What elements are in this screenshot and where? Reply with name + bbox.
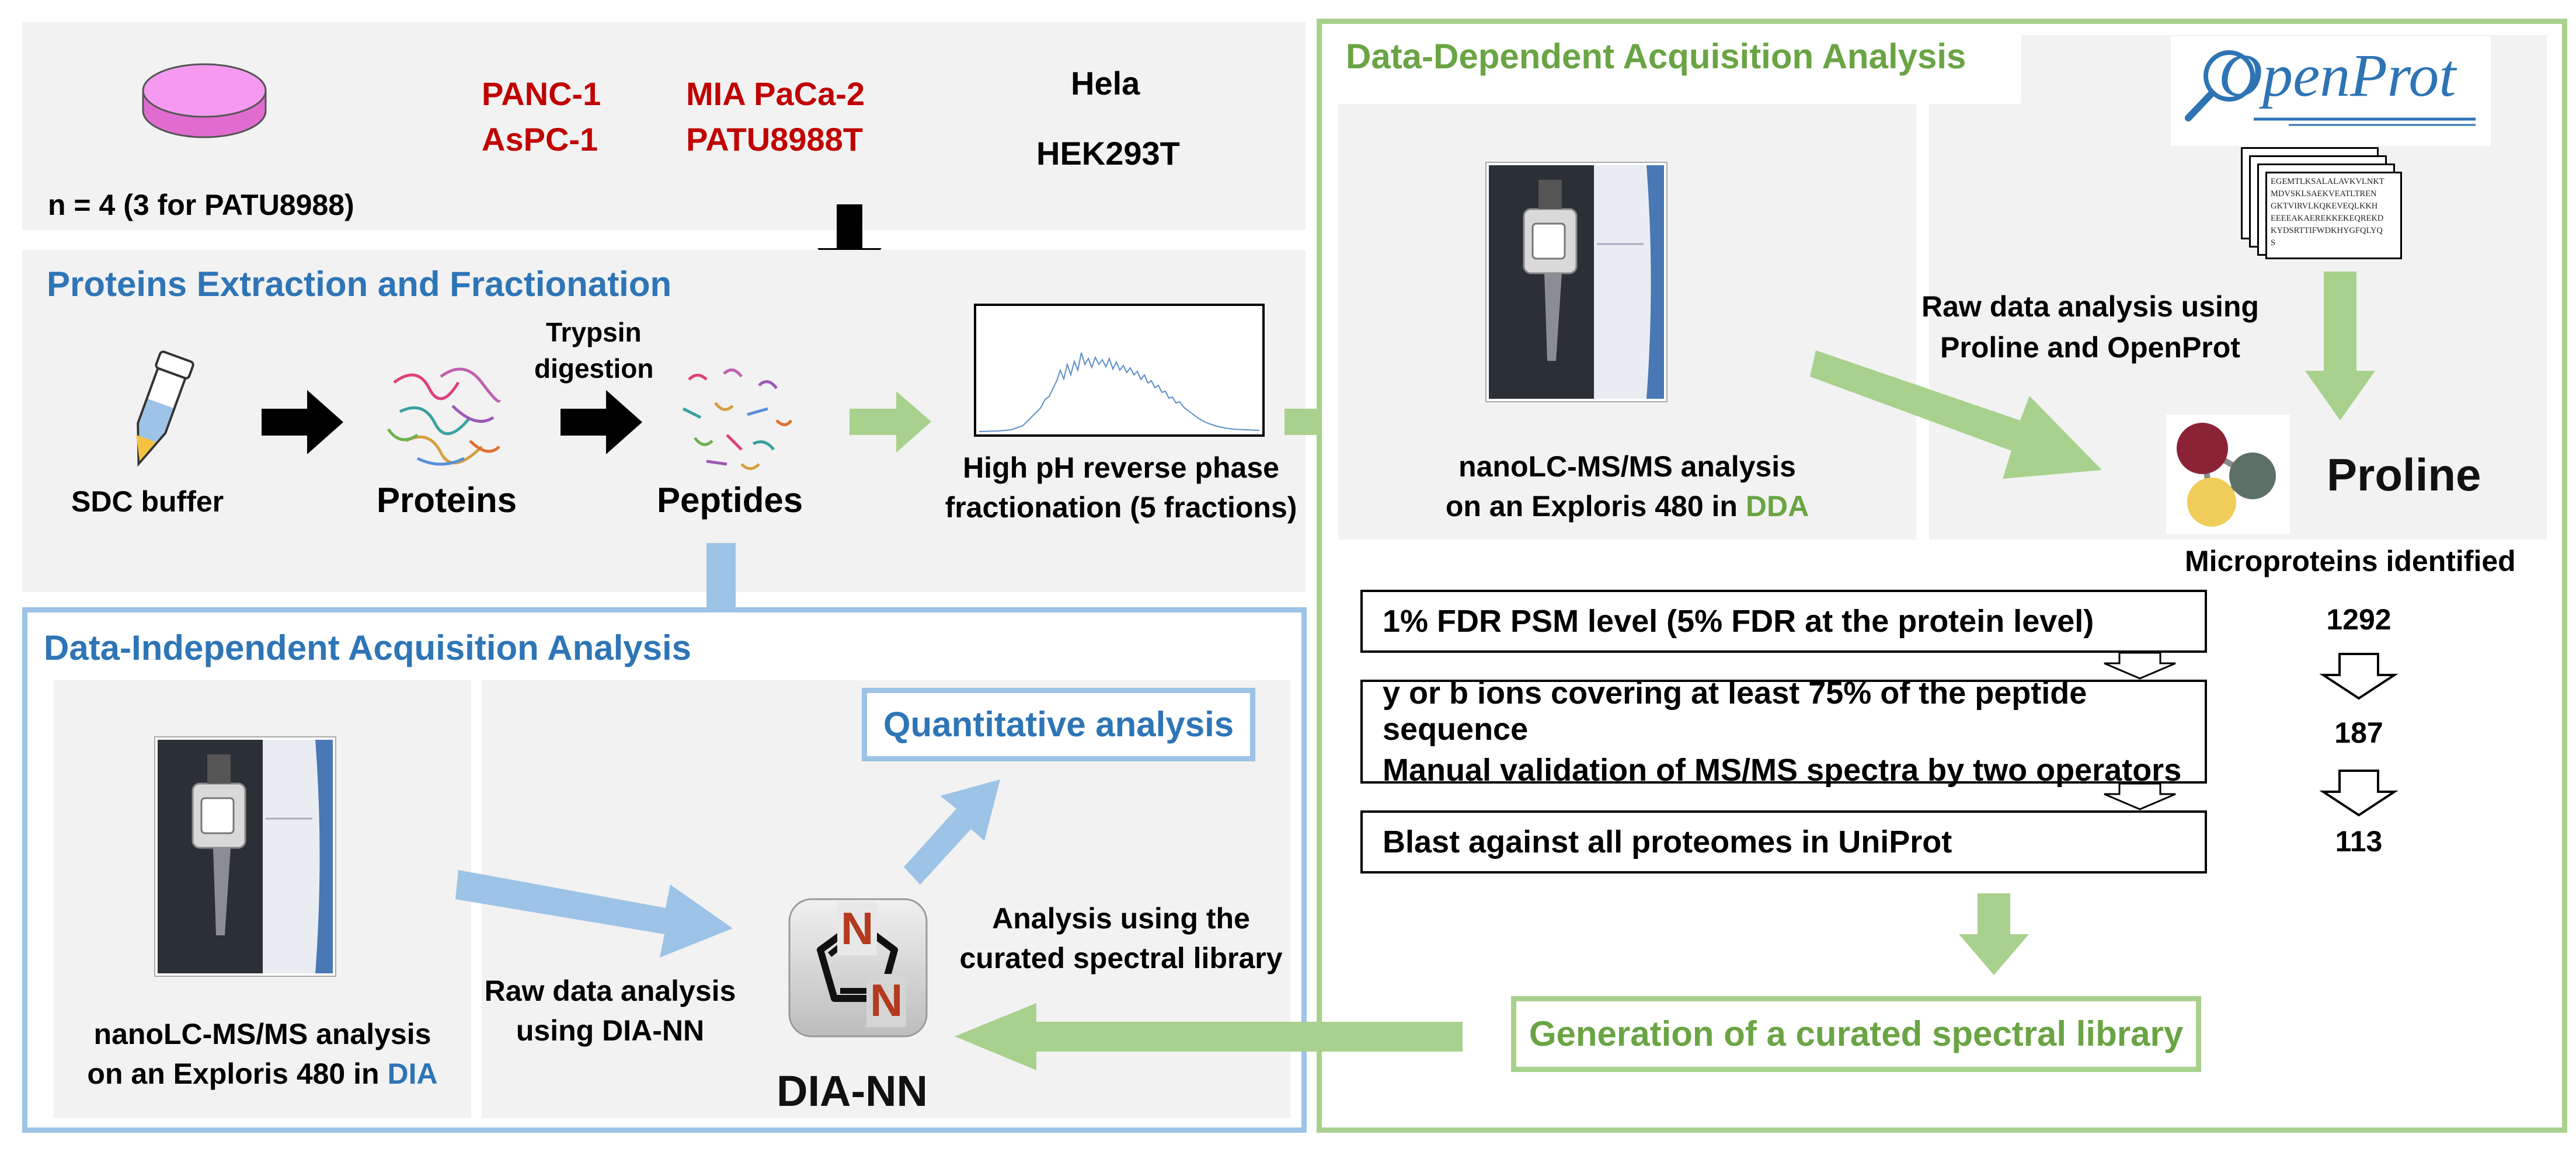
arrow-green-diag-icon bbox=[1810, 350, 2102, 479]
cell-line-miapaca2: MIA PaCa-2 bbox=[686, 75, 865, 112]
dia-instrument-label-1: nanoLC-MS/MS analysis bbox=[93, 1018, 431, 1050]
control-hela: Hela bbox=[1071, 65, 1140, 102]
filter-line: y or b ions covering at least 75% of the… bbox=[1383, 676, 2087, 747]
arrow-blue-up-icon bbox=[904, 779, 1000, 885]
quantitative-analysis-box bbox=[862, 688, 1255, 761]
sdc-buffer-label: SDC buffer bbox=[71, 485, 224, 518]
peptides-label: Peptides bbox=[657, 481, 803, 520]
library-box bbox=[1511, 996, 2201, 1072]
dia-raw-label-1: Raw data analysis bbox=[484, 974, 736, 1007]
magnifier-icon bbox=[2185, 50, 2255, 121]
arrow-right-icon bbox=[262, 390, 343, 454]
openprot-underline bbox=[2254, 117, 2476, 126]
chromatogram-trace bbox=[979, 352, 1260, 432]
library-use-label-2: curated spectral library bbox=[959, 942, 1283, 974]
fractionation-label-1: High pH reverse phase bbox=[963, 451, 1279, 484]
trypsin-label-2: digestion bbox=[534, 353, 654, 384]
filter-box-2: y or b ions covering at least 75% of the… bbox=[1360, 676, 2207, 788]
hollow-down-arrow-icon bbox=[2104, 652, 2176, 680]
filter-box-3: Blast against all proteomes in UniProt bbox=[1360, 810, 2207, 873]
arrow-left-green-icon bbox=[955, 1003, 1463, 1070]
dia-raw-label-2: using DIA-NN bbox=[516, 1014, 705, 1047]
proteins-label: Proteins bbox=[377, 481, 517, 520]
control-hek293t: HEK293T bbox=[1036, 135, 1180, 172]
arrow-right-green-icon bbox=[850, 391, 931, 453]
arrow-right-icon bbox=[561, 390, 642, 454]
count-113: 113 bbox=[2335, 825, 2383, 858]
mass-spectrometer-icon bbox=[154, 736, 336, 977]
dia-nn-logo-n-top: N bbox=[837, 902, 878, 955]
arrow-blue-icon bbox=[455, 870, 733, 958]
quantitative-analysis-label: Quantitative analysis bbox=[883, 705, 1234, 744]
sequence-line: MDVSKLSAEKVEATLTREN bbox=[2271, 189, 2377, 199]
library-use-label-1: Analysis using the bbox=[992, 902, 1250, 935]
dia-instrument-label-2: on an Exploris 480 in DIA bbox=[87, 1057, 438, 1090]
cell-line-panc1: PANC-1 bbox=[482, 75, 601, 112]
sequence-line: EGEMTLKSALALAVKVLNKT bbox=[2271, 177, 2384, 186]
count-1292: 1292 bbox=[2326, 603, 2391, 636]
openprot-logo-text: OpenProt bbox=[2219, 42, 2456, 109]
proline-label: Proline bbox=[2327, 449, 2481, 500]
down-arrow-green-icon bbox=[1959, 893, 2029, 975]
sequence-line: S bbox=[2271, 238, 2276, 248]
sample-count: n = 4 (3 for PATU8988) bbox=[48, 189, 354, 221]
sequence-line: KYDSRTTIFWDKHYGFQLYQ bbox=[2271, 226, 2383, 235]
hollow-down-arrow-icon bbox=[2319, 653, 2399, 700]
petri-dish-icon bbox=[142, 63, 267, 138]
filter-box-1: 1% FDR PSM level (5% FDR at the protein … bbox=[1360, 590, 2207, 653]
dda-instrument-label-2: on an Exploris 480 in DDA bbox=[1445, 490, 1809, 523]
cell-line-aspc1: AsPC-1 bbox=[482, 121, 598, 158]
sequence-line: EEEEAKAEREKKEKEQREKD bbox=[2271, 214, 2384, 223]
peptides-icon bbox=[682, 368, 793, 470]
proteins-icon bbox=[387, 367, 501, 466]
filter-line: Manual validation of MS/MS spectra by tw… bbox=[1383, 753, 2182, 788]
fractionation-label-2: fractionation (5 fractions) bbox=[945, 491, 1297, 524]
dia-nn-logo-n-bottom: N bbox=[866, 974, 907, 1027]
filter-line: Blast against all proteomes in UniProt bbox=[1383, 824, 1952, 859]
dda-mode: DDA bbox=[1745, 490, 1809, 523]
extraction-title: Proteins Extraction and Fractionation bbox=[47, 264, 672, 304]
cell-line-patu8988t: PATU8988T bbox=[686, 121, 863, 158]
dda-instrument-label-1: nanoLC-MS/MS analysis bbox=[1458, 450, 1796, 483]
tube-icon bbox=[136, 350, 194, 467]
sequence-line: GKTVIRVLKQKEVEQLKKH bbox=[2271, 201, 2378, 211]
dda-title: Data-Dependent Acquisition Analysis bbox=[1346, 37, 1966, 76]
proline-logo bbox=[2166, 415, 2290, 534]
mass-spectrometer-icon bbox=[1485, 162, 1668, 402]
microproteins-header: Microproteins identified bbox=[2185, 545, 2516, 577]
filter-line: 1% FDR PSM level (5% FDR at the protein … bbox=[1383, 604, 2094, 639]
sequence-sheet: EGEMTLKSALALAVKVLNKT MDVSKLSAEKVEATLTREN… bbox=[2265, 172, 2402, 259]
trypsin-label-1: Trypsin bbox=[546, 317, 642, 347]
library-label: Generation of a curated spectral library bbox=[1529, 1014, 2184, 1053]
count-187: 187 bbox=[2334, 716, 2383, 749]
down-arrow-green-icon bbox=[2305, 272, 2375, 420]
dia-nn-label: DIA-NN bbox=[777, 1067, 928, 1115]
hollow-down-arrow-icon bbox=[2104, 782, 2176, 810]
dda-raw-label-2: Proline and OpenProt bbox=[1940, 331, 2240, 364]
dda-raw-label-1: Raw data analysis using bbox=[1921, 290, 2259, 323]
dia-mode: DIA bbox=[387, 1057, 438, 1090]
dia-title: Data-Independent Acquisition Analysis bbox=[44, 628, 692, 667]
hollow-down-arrow-icon bbox=[2319, 770, 2399, 817]
